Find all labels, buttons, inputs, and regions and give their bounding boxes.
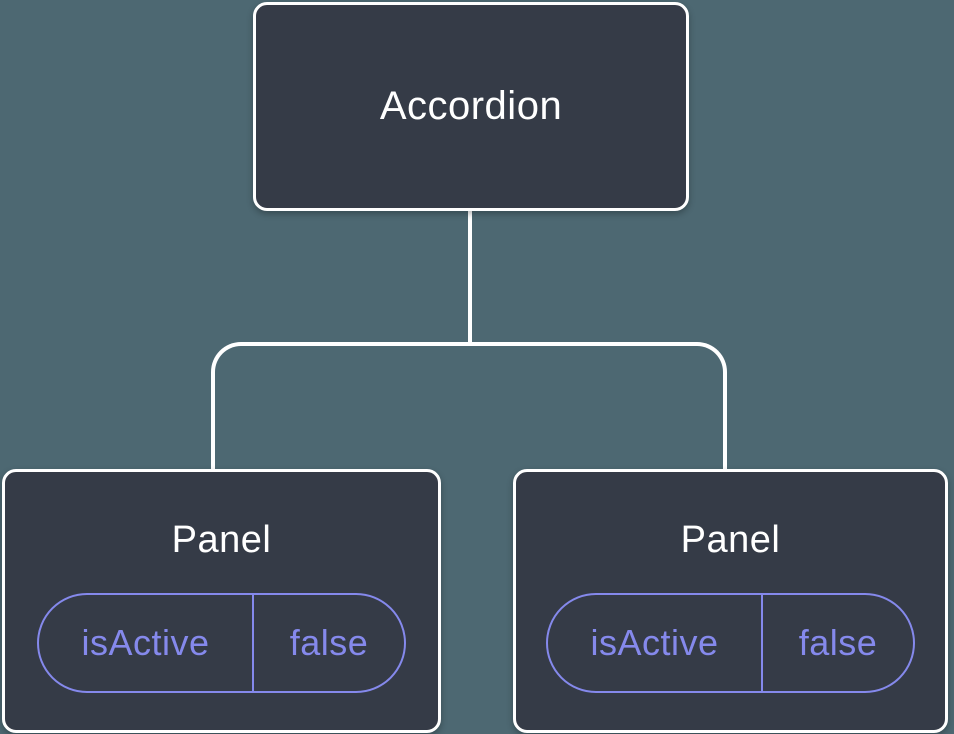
- panel-2-label: Panel: [680, 519, 781, 561]
- panel-1-state-name: isActive: [39, 595, 254, 691]
- panel-2-state-value: false: [798, 622, 878, 663]
- panel-2-state-name: isActive: [548, 595, 763, 691]
- panel-1-label: Panel: [171, 519, 272, 561]
- component-node-panel-1: Panel isActive false: [2, 469, 441, 733]
- connector-root-stem: [468, 209, 472, 346]
- connector-branch: [211, 342, 727, 470]
- panel-1-state-pill: isActive false: [37, 593, 406, 693]
- component-node-accordion: Accordion: [253, 2, 689, 211]
- component-node-panel-2: Panel isActive false: [513, 469, 948, 733]
- accordion-label: Accordion: [379, 84, 563, 128]
- panel-1-state-value: false: [289, 622, 369, 663]
- panel-2-state-pill: isActive false: [546, 593, 915, 693]
